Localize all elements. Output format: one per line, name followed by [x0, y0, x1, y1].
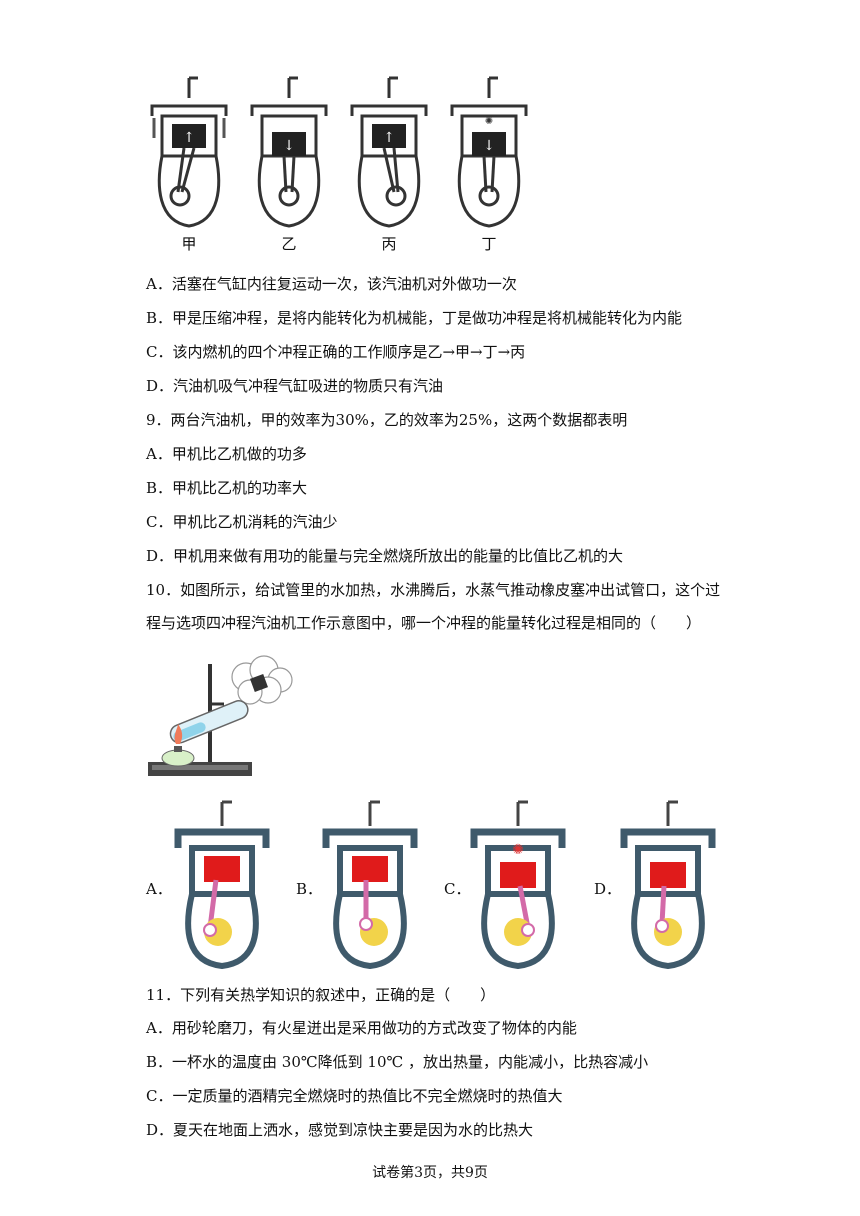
- q10-option-b-label: B．: [296, 880, 323, 898]
- svg-text:✺: ✺: [485, 116, 493, 127]
- engine-jia-diagram: ↑: [150, 76, 228, 228]
- figure-label-yi: 乙: [281, 235, 297, 253]
- q10-option-c-label: C．: [444, 880, 471, 898]
- figure-label-jia: 甲: [181, 235, 197, 253]
- q9-stem: 9．两台汽油机，甲的效率为30%，乙的效率为25%，这两个数据都表明: [146, 411, 628, 429]
- engine-bing-diagram: ↑: [350, 76, 428, 228]
- engine-yi-diagram: ↓: [250, 76, 328, 228]
- figure-label-bing: 丙: [381, 235, 397, 253]
- q9-option-a: A．甲机比乙机做的功多: [146, 445, 307, 463]
- q10-engine-d-diagram: [620, 800, 716, 970]
- svg-text:↓: ↓: [483, 138, 495, 154]
- page-footer: 试卷第3页，共9页: [372, 1165, 488, 1181]
- test-tube-apparatus-diagram: [148, 655, 293, 776]
- q10-option-a-label: A．: [146, 880, 172, 898]
- q10-stem-line2: 程与选项四冲程汽油机工作示意图中，哪一个冲程的能量转化过程是相同的（ ）: [146, 614, 702, 632]
- q8-option-a: A．活塞在气缸内往复运动一次，该汽油机对外做功一次: [146, 275, 517, 293]
- q10-engine-b-diagram: [322, 800, 418, 970]
- q11-option-b: B．一杯水的温度由 30℃降低到 10℃ ，放出热量，内能减小，比热容减小: [146, 1053, 649, 1071]
- engine-ding-diagram: ↓ ✺: [450, 76, 528, 228]
- q10-engine-c-diagram: ✺: [470, 800, 566, 970]
- q11-option-c: C．一定质量的酒精完全燃烧时的热值比不完全燃烧时的热值大: [146, 1087, 563, 1105]
- svg-text:↓: ↓: [283, 138, 295, 154]
- q9-option-c: C．甲机比乙机消耗的汽油少: [146, 513, 338, 531]
- q10-stem-line1: 10．如图所示，给试管里的水加热，水沸腾后，水蒸气推动橡皮塞冲出试管口，这个过: [146, 581, 721, 599]
- q8-option-d: D．汽油机吸气冲程气缸吸进的物质只有汽油: [146, 377, 444, 395]
- q11-option-d: D．夏天在地面上洒水，感觉到凉快主要是因为水的比热大: [146, 1121, 534, 1139]
- svg-text:↑: ↑: [183, 130, 195, 146]
- q9-option-d: D．甲机用来做有用功的能量与完全燃烧所放出的能量的比值比乙机的大: [146, 547, 624, 565]
- svg-text:↑: ↑: [383, 130, 395, 146]
- q8-option-c: C．该内燃机的四个冲程正确的工作顺序是乙→甲→丁→丙: [146, 343, 526, 361]
- figure-label-ding: 丁: [481, 235, 497, 253]
- q11-option-a: A．用砂轮磨刀，有火星迸出是采用做功的方式改变了物体的内能: [146, 1019, 577, 1037]
- q10-engine-a-diagram: [174, 800, 270, 970]
- q10-option-d-label: D．: [594, 880, 622, 898]
- svg-text:✺: ✺: [512, 842, 524, 858]
- q8-option-b: B．甲是压缩冲程，是将内能转化为机械能，丁是做功冲程是将机械能转化为内能: [146, 309, 683, 327]
- q9-option-b: B．甲机比乙机的功率大: [146, 479, 308, 497]
- q11-stem: 11．下列有关热学知识的叙述中，正确的是（ ）: [146, 986, 496, 1004]
